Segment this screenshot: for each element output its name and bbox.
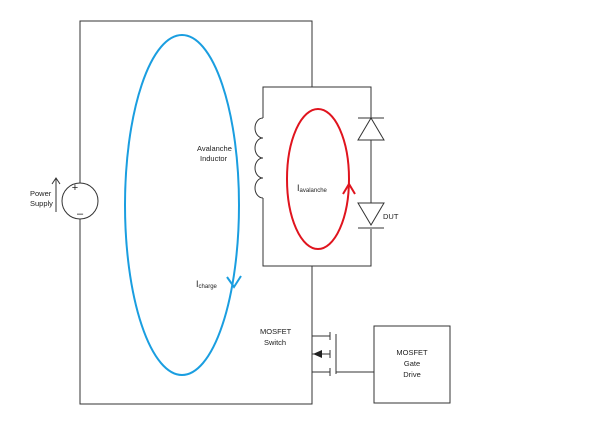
mosfet-switch-icon xyxy=(311,332,375,376)
gate-drive-box xyxy=(373,325,451,404)
i-charge-label: Icharge xyxy=(196,279,218,290)
avalanche-inductor-label-line2: Inductor xyxy=(200,154,228,163)
charge-current-loop xyxy=(124,34,240,376)
gate-drive-label-line1: MOSFET xyxy=(396,348,428,357)
charge-current-arrow-icon xyxy=(226,275,242,289)
gate-drive-label-line3: Drive xyxy=(403,370,421,379)
avalanche-inductor-icon xyxy=(254,117,264,199)
dut-label: DUT xyxy=(383,212,399,221)
mosfet-switch-label-line2: Switch xyxy=(264,338,286,347)
avalanche-inductor-label-line1: Avalanche xyxy=(197,144,232,153)
inductor-left-wire-top xyxy=(262,86,372,118)
avalanche-current-loop xyxy=(286,108,350,250)
power-supply-icon xyxy=(61,182,99,220)
mosfet-switch-label-line1: MOSFET xyxy=(260,327,292,336)
dut-diode-icon xyxy=(357,202,385,229)
diode-top-icon xyxy=(357,117,385,141)
i-avalanche-label: Iavalanche xyxy=(297,183,328,194)
gate-drive-label-line2: Gate xyxy=(404,359,420,368)
source-plus-sign: + xyxy=(72,182,78,194)
inductor-left-wire-bottom xyxy=(262,198,372,267)
avalanche-current-arrow-icon xyxy=(342,182,356,195)
power-supply-label-line2: Supply xyxy=(30,199,53,208)
supply-direction-arrow-icon xyxy=(51,177,61,212)
source-minus-sign: – xyxy=(77,208,84,220)
power-supply-label-line1: Power xyxy=(30,189,52,198)
